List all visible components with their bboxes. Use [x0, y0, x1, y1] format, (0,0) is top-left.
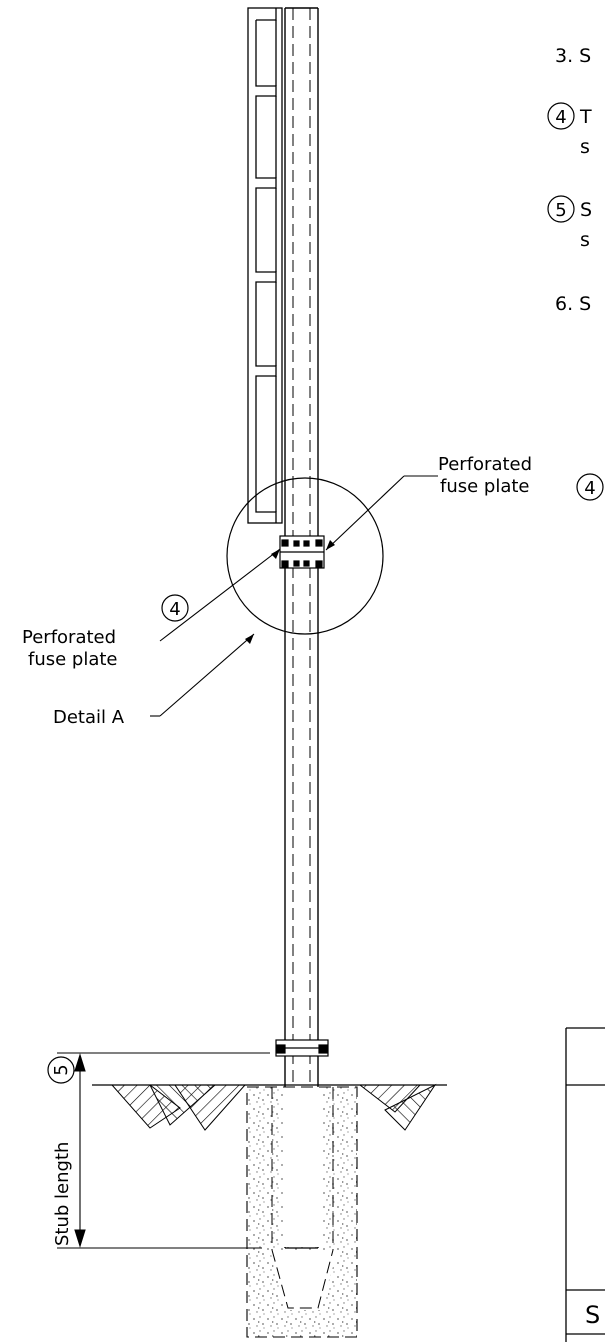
- fuse-plate-right-num: 4: [584, 478, 595, 499]
- note-4-line2: s: [580, 136, 590, 158]
- detail-a-circle: [226, 477, 384, 635]
- concrete-footing: [246, 1086, 358, 1338]
- soil-hatch-right: [358, 1083, 437, 1131]
- fuse-plate-right-badge: [576, 473, 604, 501]
- fuse-plate-left-line2: fuse plate: [28, 649, 118, 670]
- callout-detail-a: Detail A: [53, 633, 255, 728]
- post: [284, 7, 319, 1248]
- fuse-plate-assembly: [279, 535, 325, 569]
- fuse-plate-right-line2: fuse plate: [440, 476, 530, 497]
- stub-length-badge: [47, 1056, 75, 1084]
- notes: 3. S 4 T s 5 S s 6. S: [547, 45, 592, 315]
- note-5-badge: [547, 195, 575, 223]
- detail-a-label: Detail A: [53, 707, 125, 728]
- stub-length-num: 5: [51, 1064, 72, 1075]
- stub-length-dimension: [57, 1052, 270, 1249]
- note-4-line1: T: [579, 106, 592, 128]
- note-4-num: 4: [555, 107, 566, 128]
- callout-fuse-plate-left: Perforated fuse plate 4: [22, 548, 281, 670]
- stub-length-text: Stub length: [52, 1142, 73, 1246]
- stub-length-label: Stub length: [52, 1142, 73, 1246]
- fuse-plate-right-line1: Perforated: [438, 454, 532, 475]
- callout-fuse-plate-right: Perforated fuse plate 4: [325, 454, 604, 551]
- soil-hatch-left: [110, 1084, 247, 1131]
- fuse-plate-left-badge: [161, 594, 189, 622]
- fuse-plate-left-num: 4: [169, 599, 180, 620]
- base-plate: [275, 1039, 329, 1057]
- note-5-line2: s: [580, 229, 590, 251]
- note-5-line1: S: [580, 199, 592, 221]
- fuse-plate-left-line1: Perforated: [22, 627, 116, 648]
- note-4-badge: [547, 102, 575, 130]
- sign-panel: [247, 7, 283, 524]
- note-5-num: 5: [555, 200, 566, 221]
- note-3: 3. S: [555, 45, 591, 67]
- note-6: 6. S: [555, 293, 591, 315]
- table-cell-partial: S: [585, 1301, 600, 1329]
- partial-table: [565, 1027, 605, 1342]
